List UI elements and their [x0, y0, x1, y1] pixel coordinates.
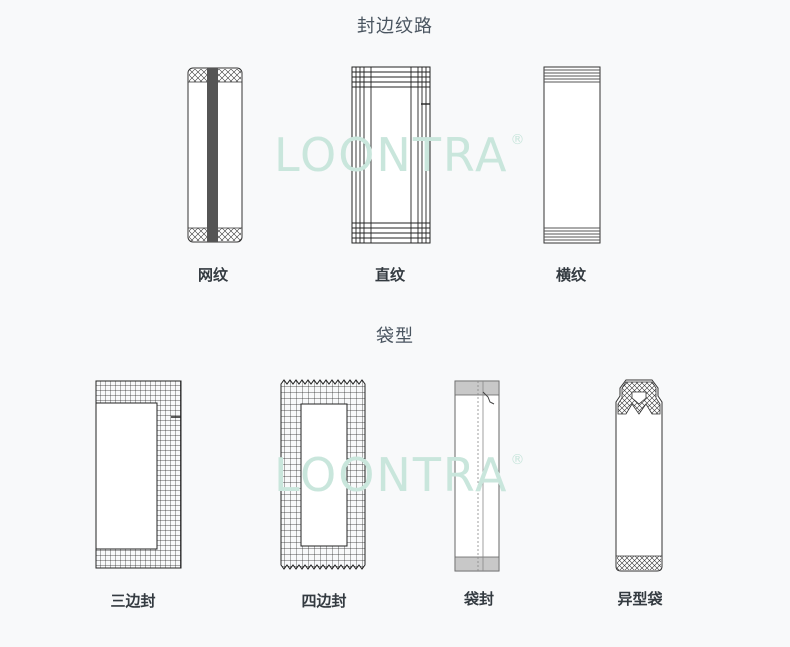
shaped-bag-figure [615, 379, 663, 572]
three-side-seal-figure [95, 380, 182, 569]
label-three-side-seal: 三边封 [110, 592, 156, 610]
brand-watermark-bottom: LOONTRA® [274, 448, 524, 502]
label-straight-texture: 直纹 [374, 266, 405, 284]
four-side-seal-figure [280, 379, 366, 570]
label-shaped-bag: 异型袋 [617, 590, 663, 608]
label-back-seal-bag: 袋封 [463, 590, 494, 608]
registered-mark: ® [510, 452, 527, 468]
horizontal-texture-figure [543, 66, 601, 244]
brand-watermark-top: LOONTRA® [274, 128, 524, 182]
label-four-side-seal: 四边封 [301, 592, 347, 610]
section-title-seal-texture: 封边纹路 [357, 16, 433, 37]
brand-watermark-text: LOONTRA [274, 128, 509, 182]
registered-mark: ® [510, 132, 527, 148]
label-horizontal-texture: 横纹 [555, 266, 586, 284]
label-mesh-texture: 网纹 [197, 266, 228, 284]
section-title-bag-type: 袋型 [376, 326, 414, 347]
brand-watermark-text: LOONTRA [274, 448, 509, 502]
straight-texture-figure [351, 66, 431, 244]
mesh-texture-figure [187, 67, 243, 243]
back-seal-bag-figure [454, 380, 500, 572]
